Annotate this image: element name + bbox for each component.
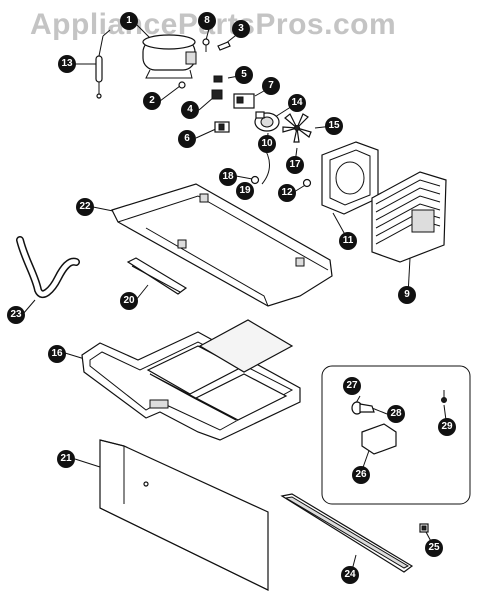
callout-20: 20 — [120, 292, 138, 310]
callout-14: 14 — [288, 94, 306, 112]
callout-3: 3 — [232, 20, 250, 38]
inset-parts — [351, 390, 447, 455]
callout-12: 12 — [278, 184, 296, 202]
channel — [126, 257, 188, 295]
callout-21: 21 — [57, 450, 75, 468]
callout-29: 29 — [438, 418, 456, 436]
evaporator-cover — [111, 183, 333, 307]
callout-24: 24 — [341, 566, 359, 584]
inset-frame — [321, 365, 471, 505]
evaporator-coil — [371, 171, 447, 263]
callout-22: 22 — [76, 198, 94, 216]
nut — [302, 178, 312, 188]
screw — [202, 38, 210, 52]
callout-9: 9 — [398, 286, 416, 304]
callout-15: 15 — [325, 117, 343, 135]
thermostat — [214, 121, 230, 133]
callout-23: 23 — [7, 306, 25, 324]
compressor — [142, 34, 197, 79]
callout-19: 19 — [236, 182, 254, 200]
fan-blade — [282, 113, 312, 143]
callout-16: 16 — [48, 345, 66, 363]
capacitor — [233, 93, 255, 109]
grommet — [178, 81, 186, 89]
callout-27: 27 — [343, 377, 361, 395]
grille-strip — [280, 493, 414, 573]
washer — [217, 41, 231, 51]
callout-28: 28 — [387, 405, 405, 423]
callout-4: 4 — [181, 101, 199, 119]
callout-17: 17 — [286, 156, 304, 174]
callout-10: 10 — [258, 135, 276, 153]
toe-plate — [99, 439, 269, 591]
callout-6: 6 — [178, 130, 196, 148]
relay — [211, 89, 223, 100]
callout-1: 1 — [120, 12, 138, 30]
overload-clip — [213, 75, 223, 83]
callout-25: 25 — [425, 539, 443, 557]
grille-clip — [419, 523, 429, 533]
fan-shroud — [321, 141, 379, 215]
callout-13: 13 — [58, 55, 76, 73]
callout-11: 11 — [339, 232, 357, 250]
callout-2: 2 — [143, 92, 161, 110]
drain-pan — [81, 319, 301, 441]
callout-5: 5 — [235, 66, 253, 84]
defrost-sensor — [95, 29, 111, 99]
callout-8: 8 — [198, 12, 216, 30]
callout-18: 18 — [219, 168, 237, 186]
callout-26: 26 — [352, 466, 370, 484]
fan-motor — [254, 111, 280, 132]
callout-7: 7 — [262, 77, 280, 95]
